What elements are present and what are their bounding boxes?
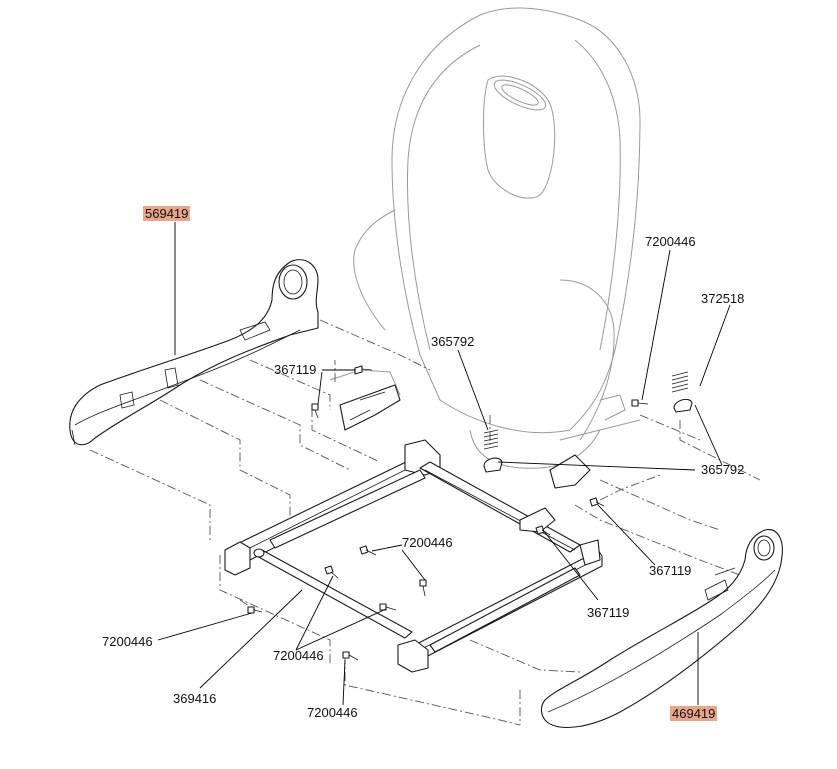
buffer-right [673, 398, 693, 413]
leader-lines [157, 222, 731, 706]
right-side-trim-cover [540, 529, 783, 728]
callout-7200446-mid: 7200446 [402, 535, 453, 550]
callout-367119-right: 367119 [649, 563, 692, 578]
callout-469419: 469419 [670, 706, 718, 721]
buffer-left [483, 457, 503, 473]
callout-369416: 369416 [173, 691, 217, 706]
callout-372518: 372518 [701, 291, 745, 306]
callout-7200446-top: 7200446 [645, 234, 696, 249]
seat-ghost-outline [329, 7, 641, 469]
seat-frame-runners [224, 384, 603, 673]
callout-367119-mid: 367119 [587, 605, 630, 620]
callout-365792-right: 365792 [701, 462, 745, 477]
callout-7200446-bottom: 7200446 [307, 705, 358, 720]
callout-569419: 569419 [143, 206, 191, 221]
callout-365792-left: 365792 [431, 334, 475, 349]
callout-367119-left: 367119 [274, 362, 317, 377]
screws [247, 365, 649, 661]
callout-7200446-left: 7200446 [102, 634, 153, 649]
callout-7200446-center: 7200446 [273, 648, 324, 663]
spring-right [671, 371, 689, 393]
left-side-trim-cover [69, 259, 319, 446]
spring-left [483, 429, 499, 450]
